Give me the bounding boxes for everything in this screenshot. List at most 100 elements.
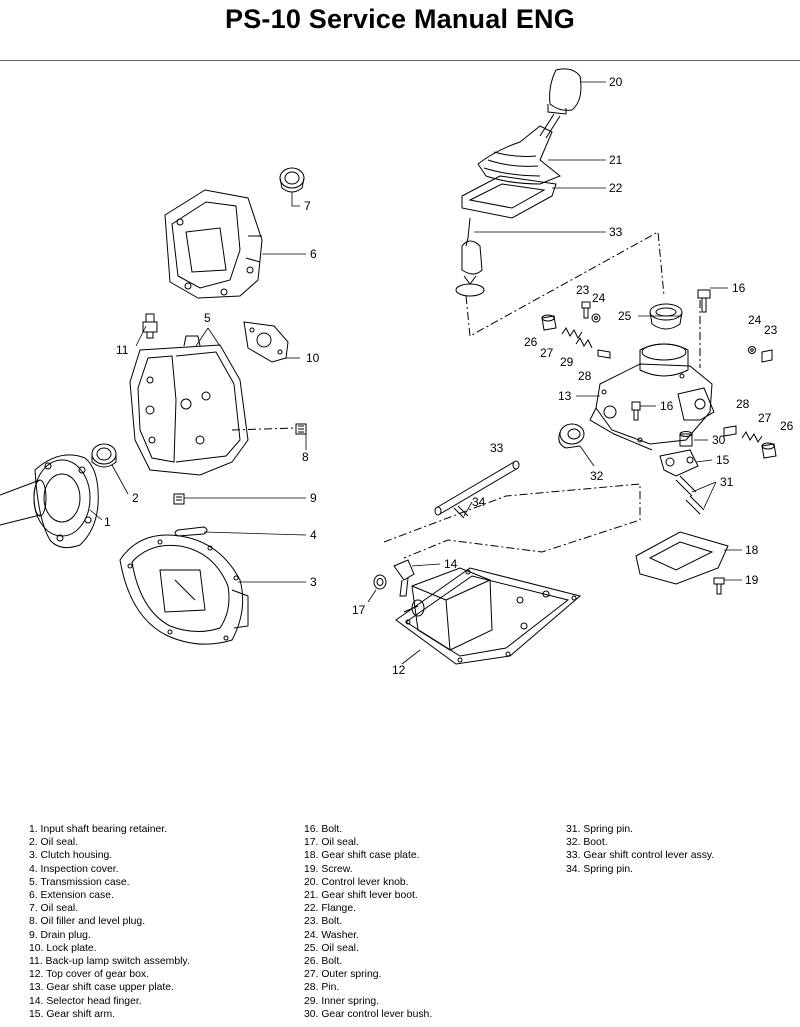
part-gear-shift-arm (659, 449, 699, 477)
legend-item: 15. Gear shift arm. (29, 1008, 116, 1020)
part-control-lever-knob (539, 68, 582, 139)
callout-6: 6 (310, 247, 317, 261)
legend-item: 10. Lock plate. (29, 942, 97, 954)
callout-12: 12 (392, 663, 406, 677)
callout-1: 1 (104, 515, 111, 529)
legend-item: 34. Spring pin. (566, 863, 634, 875)
callout-labels: 1 2 3 4 5 6 7 8 9 10 11 12 13 14 15 16 1… (104, 75, 794, 677)
legend-item: 27. Outer spring. (304, 969, 382, 981)
callout-34: 34 (472, 495, 486, 509)
part-oil-seal-7 (279, 167, 305, 193)
callout-5: 5 (204, 311, 211, 325)
part-spring-pin-34 (453, 505, 469, 519)
callout-31: 31 (720, 475, 734, 489)
legend-item: 29. Inner spring. (304, 995, 380, 1007)
callout-9: 9 (310, 491, 317, 505)
legend-item: 22. Flange. (304, 903, 356, 915)
legend-item: 14. Selector head finger. (29, 995, 142, 1007)
callout-24-left: 24 (592, 291, 606, 305)
part-drain-plug (173, 493, 185, 505)
callout-22: 22 (609, 181, 623, 195)
part-washer-24-right (748, 346, 756, 354)
legend-item: 24. Washer. (304, 929, 360, 941)
callout-28-left: 28 (578, 369, 592, 383)
legend-item: 3. Clutch housing. (29, 850, 113, 862)
legend-item: 12. Top cover of gear box. (29, 969, 149, 981)
legend-item: 7. Oil seal. (29, 903, 79, 915)
part-bolt-26-left (541, 314, 557, 331)
callout-11: 11 (116, 343, 129, 357)
legend-item: 32. Boot. (566, 837, 608, 849)
legend-item: 33. Gear shift control lever assy. (566, 850, 715, 862)
callout-7: 7 (304, 199, 311, 213)
legend-item: 25. Oil seal. (304, 942, 359, 954)
callout-33-rod: 33 (490, 441, 504, 455)
legend-item: 28. Pin. (304, 982, 340, 994)
callout-4: 4 (310, 528, 317, 542)
callout-8: 8 (302, 450, 309, 464)
part-input-shaft-bearing-retainer (0, 454, 99, 549)
part-gear-shift-control-lever-upper (455, 217, 485, 297)
callout-13: 13 (558, 389, 572, 403)
part-gear-control-lever-bush (679, 431, 693, 447)
parts-legend-column-3: 31. Spring pin. 32. Boot. 33. Gear shift… (566, 823, 714, 876)
callout-29: 29 (560, 355, 574, 369)
part-boot-32 (558, 423, 585, 449)
callout-14: 14 (444, 557, 458, 571)
part-outer-spring-27-left (561, 327, 583, 339)
callout-2: 2 (132, 491, 139, 505)
legend-item: 17. Oil seal. (304, 837, 359, 849)
callout-15: 15 (716, 453, 730, 467)
callout-16-case: 16 (660, 399, 674, 413)
legend-item: 13. Gear shift case upper plate. (29, 982, 174, 994)
callout-25: 25 (618, 309, 632, 323)
part-transmission-case (129, 335, 249, 476)
callout-20: 20 (609, 75, 623, 89)
exploded-view-diagram: 1 2 3 4 5 6 7 8 9 10 11 12 13 14 15 16 1… (0, 68, 794, 677)
legend-item: 23. Bolt. (304, 916, 343, 928)
part-bolt-16-upper (697, 289, 711, 313)
legend-item: 5. Transmission case. (29, 876, 130, 888)
legend-item: 31. Spring pin. (566, 824, 634, 835)
callout-leaders (89, 81, 742, 665)
legend-item: 20. Control lever knob. (304, 876, 409, 888)
callout-21: 21 (609, 153, 623, 167)
part-selector-head-finger (393, 559, 415, 597)
part-screw-19 (713, 577, 725, 595)
assembly-guide-lines (231, 231, 701, 559)
part-oil-seal-2 (91, 443, 117, 468)
callout-17: 17 (352, 603, 366, 617)
part-flange (461, 175, 557, 219)
callout-16-upper: 16 (732, 281, 746, 295)
part-gear-shift-control-lever-rod (434, 460, 520, 516)
callout-33-upper: 33 (609, 225, 623, 239)
header-divider (0, 60, 800, 61)
page-title: PS-10 Service Manual ENG (225, 4, 575, 34)
legend-item: 18. Gear shift case plate. (304, 850, 420, 862)
part-outer-spring-27-right (741, 431, 763, 443)
part-backup-lamp-switch (142, 313, 158, 339)
callout-3: 3 (310, 575, 317, 589)
part-pin-28-right (723, 425, 737, 437)
legend-item: 16. Bolt. (304, 824, 343, 835)
parts-legend-column-1: 1. Input shaft bearing retainer. 2. Oil … (29, 823, 190, 1021)
part-gear-shift-case-plate (635, 531, 729, 585)
parts-legend-column-2: 16. Bolt. 17. Oil seal. 18. Gear shift c… (304, 823, 432, 1021)
part-inner-spring-29 (575, 337, 593, 349)
legend-item: 4. Inspection cover. (29, 863, 119, 875)
part-inspection-cover (174, 526, 208, 537)
legend-item: 1. Input shaft bearing retainer. (29, 824, 168, 835)
legend-item: 6. Extension case. (29, 890, 114, 902)
callout-32: 32 (590, 469, 604, 483)
legend-item: 26. Bolt. (304, 956, 343, 968)
part-gear-shift-lever-boot (477, 125, 561, 185)
part-oil-filler-plug (295, 423, 307, 435)
part-spring-pin-31 (675, 475, 705, 515)
part-clutch-housing (119, 534, 249, 645)
callout-18: 18 (745, 543, 759, 557)
callout-24-right: 24 (748, 313, 762, 327)
callout-10: 10 (306, 351, 320, 365)
callout-26-left: 26 (524, 335, 538, 349)
callout-27-left: 27 (540, 346, 554, 360)
legend-item: 9. Drain plug. (29, 929, 91, 941)
